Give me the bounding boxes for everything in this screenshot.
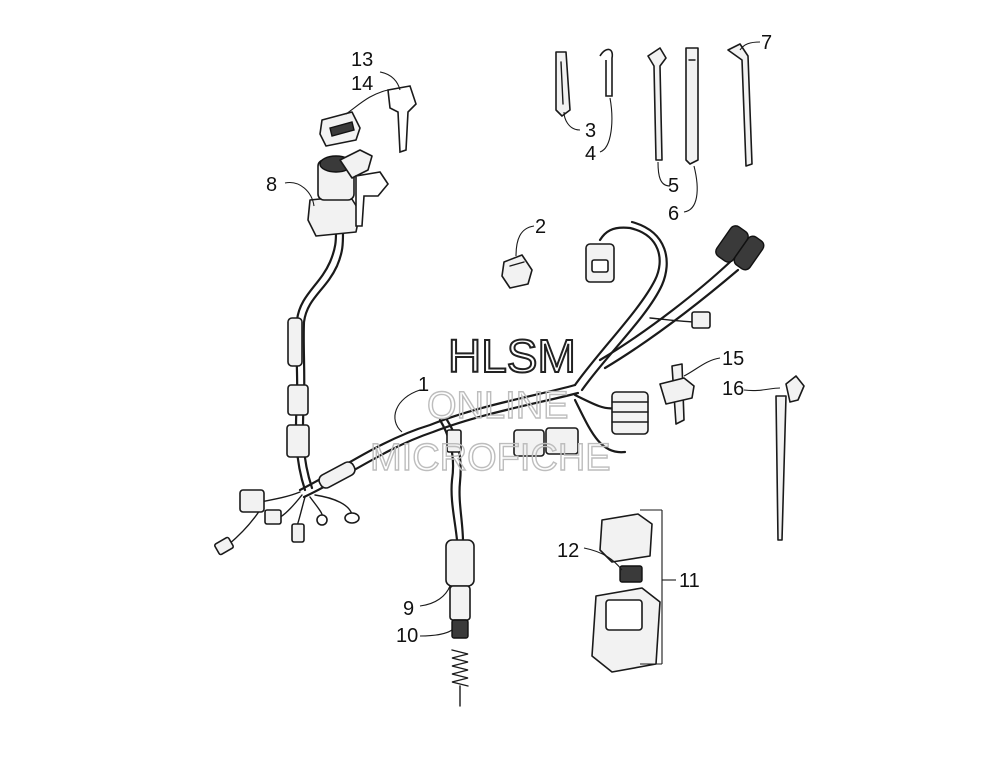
callout-9: 9 xyxy=(403,598,414,620)
part-16-cable-tie xyxy=(775,375,805,541)
callout-13: 13 xyxy=(351,49,373,71)
callout-2: 2 xyxy=(535,216,546,238)
part-15-bracket xyxy=(659,363,695,425)
watermark-line-2: ONLINE xyxy=(427,385,568,427)
parts-13-14-key-and-cap xyxy=(319,85,417,154)
part-2-clip xyxy=(501,254,533,289)
callout-15: 15 xyxy=(722,348,744,370)
parts-3-7-ties xyxy=(555,43,753,167)
parts-9-10-switch xyxy=(445,539,475,707)
callout-6: 6 xyxy=(668,203,679,225)
callout-4: 4 xyxy=(585,143,596,165)
callout-numbers: 1 2 3 4 5 6 7 8 9 10 11 12 13 14 15 16 xyxy=(266,32,772,647)
callout-10: 10 xyxy=(396,625,418,647)
callout-3: 3 xyxy=(585,120,596,142)
harness-connectors xyxy=(214,225,765,556)
callout-11: 11 xyxy=(679,570,700,592)
watermark-line-3: MICROFICHE xyxy=(370,437,611,479)
callout-5: 5 xyxy=(668,175,679,197)
leader-lines xyxy=(284,41,781,637)
callout-8: 8 xyxy=(266,174,277,196)
callout-14: 14 xyxy=(351,73,373,95)
callout-12: 12 xyxy=(557,540,579,562)
watermark: HLSM ONLINE MICROFICHE xyxy=(369,329,611,480)
parts-11-12-relay xyxy=(591,509,676,673)
callout-1: 1 xyxy=(418,374,429,396)
callout-7: 7 xyxy=(761,32,772,54)
part-8-ignition-switch xyxy=(307,149,389,237)
callout-16: 16 xyxy=(722,378,744,400)
watermark-line-1: HLSM xyxy=(448,330,576,382)
